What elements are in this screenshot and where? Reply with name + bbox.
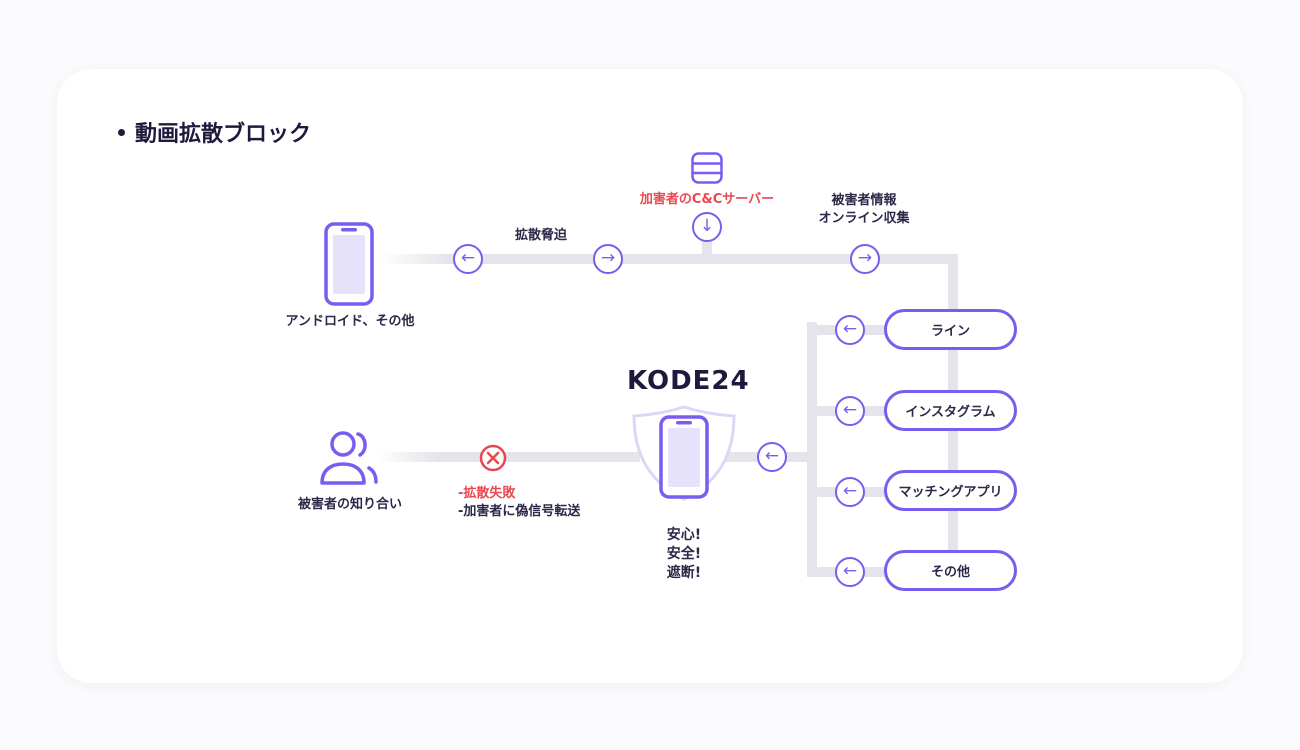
kode24-logo: KODE24: [627, 366, 750, 396]
acquaintance-label: 被害者の知り合い: [297, 497, 403, 512]
protected-phone-icon: [659, 415, 709, 499]
phone-icon: [324, 222, 374, 306]
server-icon: [691, 152, 723, 184]
fake-signal-label: -加害者に偽信号転送: [458, 504, 581, 519]
left-vertical-connector: [807, 322, 817, 577]
diagram-card: [57, 69, 1243, 683]
section-heading: 動画拡散ブロック: [118, 116, 311, 148]
users-icon: [320, 431, 378, 485]
arrow-left-icon: ←: [835, 557, 865, 587]
heading-text: 動画拡散ブロック: [135, 122, 312, 147]
blocked-x-icon: [479, 444, 507, 472]
safe-label-1: 安心!: [666, 527, 702, 543]
android-label: アンドロイド、その他: [285, 314, 415, 329]
top-connector: [380, 254, 958, 264]
collect-label-line2: オンライン収集: [818, 211, 910, 226]
server-connector: [702, 240, 712, 260]
arrow-right-icon: →: [593, 244, 623, 274]
platform-other: その他: [884, 550, 1017, 591]
arrow-down-icon: ↓: [692, 212, 722, 242]
bullet-icon: [118, 128, 125, 136]
threat-label: 拡散脅迫: [514, 228, 568, 243]
platform-instagram: インスタグラム: [884, 390, 1017, 431]
collect-label-line1: 被害者情報: [831, 193, 897, 208]
arrow-left-icon: ←: [835, 477, 865, 507]
arrow-left-icon: ←: [757, 442, 787, 472]
safe-label-3: 遮断!: [666, 565, 702, 581]
fail-label: -拡散失敗: [458, 486, 516, 501]
safe-label-2: 安全!: [666, 546, 702, 562]
arrow-left-icon: ←: [835, 315, 865, 345]
platform-line: ライン: [884, 309, 1017, 350]
arrow-left-icon: ←: [835, 396, 865, 426]
bottom-connector: [378, 452, 640, 462]
arrow-left-icon: ←: [453, 244, 483, 274]
server-label: 加害者のC&Cサーバー: [639, 192, 775, 207]
arrow-right-icon: →: [850, 244, 880, 274]
platform-matching-app: マッチングアプリ: [884, 470, 1017, 511]
